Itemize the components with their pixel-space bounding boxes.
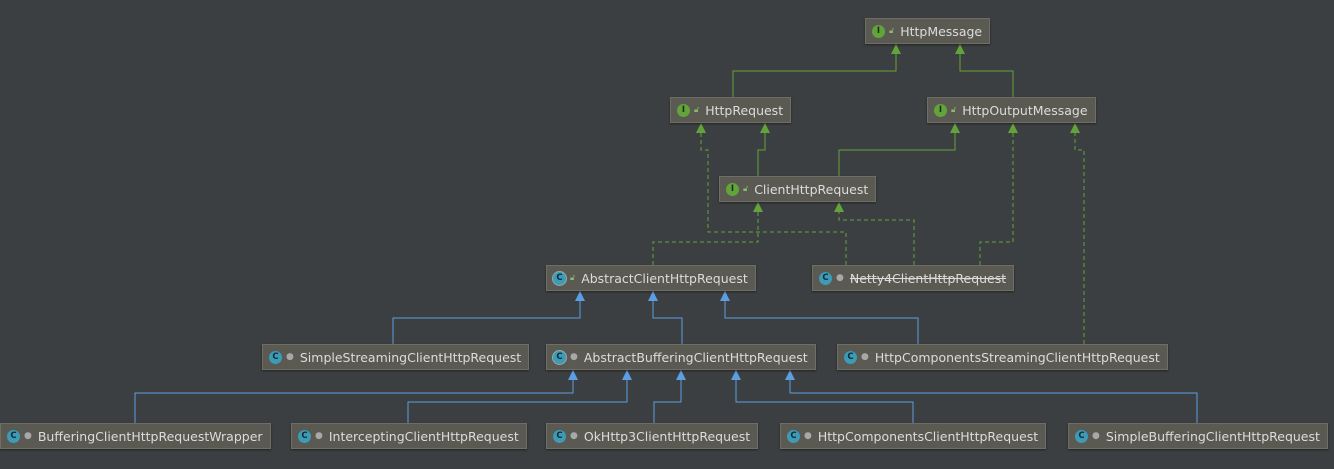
node-label: SimpleBufferingClientHttpRequest bbox=[1105, 428, 1320, 444]
abstract-class-icon: C bbox=[553, 350, 566, 364]
lock-open-icon: 🔓︎ bbox=[743, 184, 749, 193]
package-dot-icon: ● bbox=[24, 431, 32, 441]
node-label: Netty4ClientHttpRequest bbox=[849, 270, 1007, 286]
edge-extends-InterceptingClientHttpRequest-to-AbstractBufferingClientHttpRequest bbox=[407, 370, 628, 423]
edge-implements-HttpComponentsStreamingClientHttpRequest-to-HttpOutputMessage bbox=[1074, 123, 1085, 344]
class-icon: C bbox=[298, 429, 311, 443]
lock-open-icon: 🔓︎ bbox=[889, 26, 895, 35]
class-icon: C bbox=[844, 350, 857, 364]
package-dot-icon: ● bbox=[570, 352, 578, 362]
arrowhead-icon bbox=[648, 291, 658, 301]
class-icon: C bbox=[819, 271, 832, 285]
class-icon: C bbox=[787, 429, 800, 443]
lock-open-icon: 🔓︎ bbox=[951, 105, 957, 114]
node-label: HttpComponentsClientHttpRequest bbox=[817, 428, 1039, 444]
edge-extends-SimpleStreamingClientHttpRequest-to-AbstractClientHttpRequest bbox=[392, 291, 581, 344]
node-label: AbstractBufferingClientHttpRequest bbox=[583, 349, 808, 365]
node-httpcomponentsclienthttprequest[interactable]: C ● HttpComponentsClientHttpRequest bbox=[780, 423, 1047, 449]
node-label: InterceptingClientHttpRequest bbox=[328, 428, 519, 444]
edge-extends-HttpComponentsStreamingClientHttpRequest-to-AbstractClientHttpRequest bbox=[724, 291, 919, 344]
interface-icon: I bbox=[934, 103, 947, 117]
edge-extends-interface-ClientHttpRequest-to-HttpOutputMessage bbox=[838, 123, 956, 176]
edge-extends-interface-HttpRequest-to-HttpMessage bbox=[732, 44, 897, 97]
class-icon: C bbox=[269, 350, 282, 364]
arrowhead-icon bbox=[753, 202, 763, 212]
abstract-class-icon: C bbox=[553, 271, 566, 285]
arrowhead-icon bbox=[696, 123, 706, 133]
node-httpcomponentsstreamingclienthttprequest[interactable]: C ● HttpComponentsStreamingClientHttpReq… bbox=[837, 344, 1168, 370]
node-label: HttpComponentsStreamingClientHttpRequest bbox=[874, 349, 1160, 365]
node-label: SimpleStreamingClientHttpRequest bbox=[299, 349, 522, 365]
edge-extends-OkHttp3ClientHttpRequest-to-AbstractBufferingClientHttpRequest bbox=[653, 370, 682, 423]
arrowhead-icon bbox=[950, 123, 960, 133]
node-abstractbufferingclienthttprequest[interactable]: C ● AbstractBufferingClientHttpRequest bbox=[546, 344, 816, 370]
edge-implements-AbstractClientHttpRequest-to-ClientHttpRequest bbox=[652, 202, 759, 265]
package-dot-icon: ● bbox=[1092, 431, 1100, 441]
node-httpoutputmessage[interactable]: I 🔓︎ HttpOutputMessage bbox=[927, 97, 1096, 123]
node-bufferingclienthttprequestwrapper[interactable]: C ● BufferingClientHttpRequestWrapper bbox=[0, 423, 271, 449]
lock-open-icon: 🔓︎ bbox=[570, 273, 576, 282]
node-httpmessage[interactable]: I 🔓︎ HttpMessage bbox=[865, 18, 991, 44]
package-dot-icon: ● bbox=[861, 352, 869, 362]
interface-icon: I bbox=[677, 103, 690, 117]
node-label: BufferingClientHttpRequestWrapper bbox=[37, 428, 263, 444]
arrowhead-icon bbox=[760, 123, 770, 133]
class-icon: C bbox=[7, 429, 20, 443]
edge-extends-BufferingClientHttpRequestWrapper-to-AbstractBufferingClientHttpRequest bbox=[134, 370, 574, 423]
edge-extends-interface-ClientHttpRequest-to-HttpRequest bbox=[757, 123, 766, 176]
arrowhead-icon bbox=[575, 291, 585, 301]
arrowhead-icon bbox=[676, 370, 686, 380]
package-dot-icon: ● bbox=[570, 431, 578, 441]
node-label: HttpRequest bbox=[705, 102, 784, 118]
node-abstractclienthttprequest[interactable]: C 🔓︎ AbstractClientHttpRequest bbox=[546, 265, 756, 291]
node-okhttp3clienthttprequest[interactable]: C ● OkHttp3ClientHttpRequest bbox=[546, 423, 759, 449]
class-icon: C bbox=[553, 429, 566, 443]
edge-extends-SimpleBufferingClientHttpRequest-to-AbstractBufferingClientHttpRequest bbox=[789, 370, 1198, 423]
arrowhead-icon bbox=[720, 291, 730, 301]
arrowhead-icon bbox=[1070, 123, 1080, 133]
class-icon: C bbox=[1075, 429, 1088, 443]
node-label: HttpOutputMessage bbox=[962, 102, 1088, 118]
package-dot-icon: ● bbox=[804, 431, 812, 441]
arrowhead-icon bbox=[785, 370, 795, 380]
arrowhead-icon bbox=[955, 44, 965, 54]
package-dot-icon: ● bbox=[836, 273, 844, 283]
node-netty4clienthttprequest[interactable]: C ● Netty4ClientHttpRequest bbox=[812, 265, 1015, 291]
package-dot-icon: ● bbox=[315, 431, 323, 441]
edge-extends-AbstractBufferingClientHttpRequest-to-AbstractClientHttpRequest bbox=[652, 291, 683, 344]
arrowhead-icon bbox=[731, 370, 741, 380]
edge-implements-Netty4ClientHttpRequest-to-HttpRequest bbox=[700, 123, 847, 265]
node-label: OkHttp3ClientHttpRequest bbox=[583, 428, 751, 444]
edge-extends-HttpComponentsClientHttpRequest-to-AbstractBufferingClientHttpRequest bbox=[735, 370, 914, 423]
edge-implements-Netty4ClientHttpRequest-to-ClientHttpRequest bbox=[838, 202, 915, 265]
arrowhead-icon bbox=[568, 370, 578, 380]
interface-icon: I bbox=[872, 24, 885, 38]
node-interceptingclienthttprequest[interactable]: C ● InterceptingClientHttpRequest bbox=[291, 423, 527, 449]
arrowhead-icon bbox=[834, 202, 844, 212]
arrowhead-icon bbox=[622, 370, 632, 380]
edge-implements-Netty4ClientHttpRequest-to-HttpOutputMessage bbox=[979, 123, 1014, 265]
edge-extends-interface-HttpOutputMessage-to-HttpMessage bbox=[959, 44, 1014, 97]
node-label: AbstractClientHttpRequest bbox=[581, 270, 748, 286]
node-label: HttpMessage bbox=[900, 23, 983, 39]
node-simplebufferingclienthttprequest[interactable]: C ● SimpleBufferingClientHttpRequest bbox=[1068, 423, 1328, 449]
node-clienthttprequest[interactable]: I 🔓︎ ClientHttpRequest bbox=[719, 176, 877, 202]
node-simplestreamingclienthttprequest[interactable]: C ● SimpleStreamingClientHttpRequest bbox=[262, 344, 530, 370]
node-label: ClientHttpRequest bbox=[754, 181, 869, 197]
arrowhead-icon bbox=[1008, 123, 1018, 133]
arrowhead-icon bbox=[891, 44, 901, 54]
node-httprequest[interactable]: I 🔓︎ HttpRequest bbox=[670, 97, 792, 123]
interface-icon: I bbox=[726, 182, 739, 196]
lock-open-icon: 🔓︎ bbox=[694, 105, 700, 114]
package-dot-icon: ● bbox=[286, 352, 294, 362]
